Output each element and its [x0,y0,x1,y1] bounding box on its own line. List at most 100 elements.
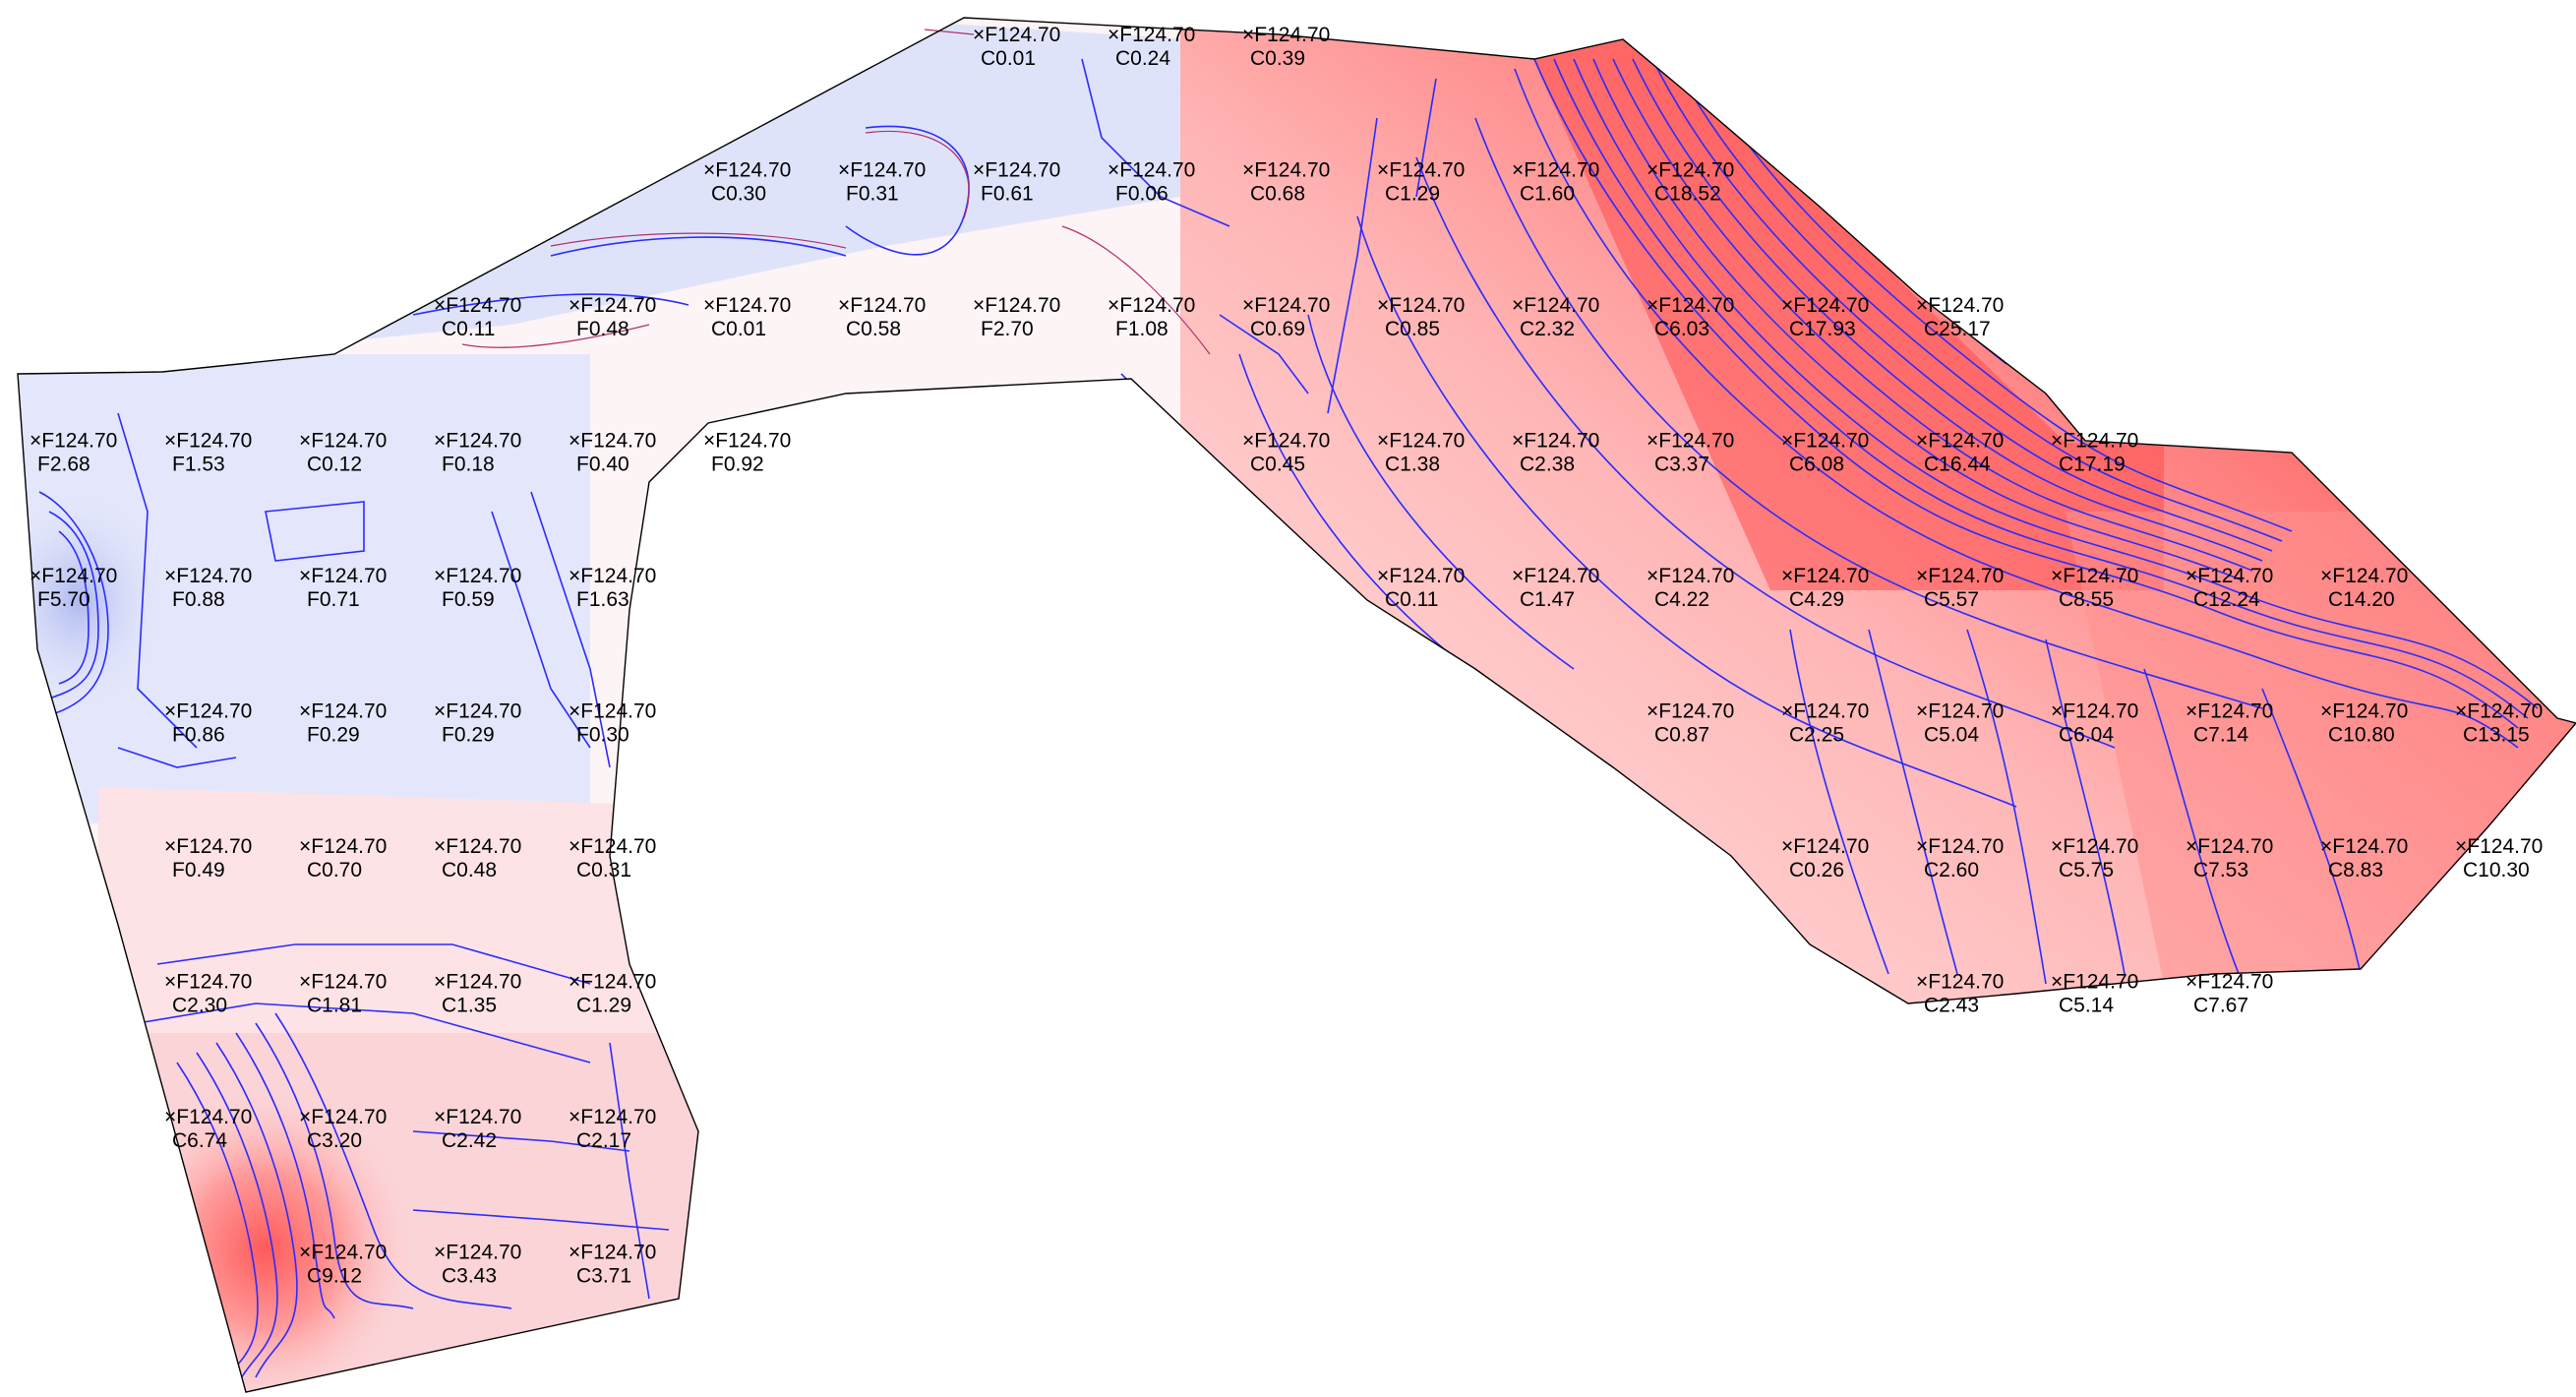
grid-point-design-elevation: ×F124.70 [1512,159,1599,182]
grid-point-design-elevation: ×F124.70 [164,835,252,858]
grid-point-cut-fill-value: C0.70 [307,859,362,881]
grid-point-design-elevation: ×F124.70 [299,1242,387,1264]
grid-point-cut-fill-value: C1.35 [442,995,497,1017]
grid-point-design-elevation: ×F124.70 [2051,971,2138,994]
grid-point-design-elevation: ×F124.70 [569,294,656,317]
grid-point-cut-fill-value: C6.74 [172,1129,227,1152]
grid-point-design-elevation: ×F124.70 [703,430,791,453]
grid-point-design-elevation: ×F124.70 [299,430,387,453]
grid-point-design-elevation: ×F124.70 [569,1106,656,1128]
grid-point-design-elevation: ×F124.70 [164,700,252,723]
grid-point-design-elevation: ×F124.70 [1377,430,1465,453]
grid-point-design-elevation: ×F124.70 [1781,430,1869,453]
grid-point-cut-fill-value: F0.30 [576,724,629,747]
grid-point-cut-fill-value: C3.71 [576,1265,631,1288]
grid-point-design-elevation: ×F124.70 [1377,294,1465,317]
grid-point-cut-fill-value: F0.71 [307,588,360,611]
grid-point-design-elevation: ×F124.70 [164,430,252,453]
grid-point-design-elevation: ×F124.70 [838,159,926,182]
grid-point-design-elevation: ×F124.70 [1781,294,1869,317]
grid-point-cut-fill-value: C5.75 [2059,859,2114,881]
grid-point-cut-fill-value: C6.08 [1789,454,1844,476]
grid-point-design-elevation: ×F124.70 [1108,24,1195,46]
grid-point-design-elevation: ×F124.70 [2320,835,2408,858]
grid-point-design-elevation: ×F124.70 [1916,700,2004,723]
grid-point-design-elevation: ×F124.70 [1377,159,1465,182]
grid-point-cut-fill-value: C25.17 [1924,318,1991,340]
grid-point-design-elevation: ×F124.70 [434,1242,521,1264]
grid-point-cut-fill-value: F0.40 [576,454,629,476]
grid-point-design-elevation: ×F124.70 [2186,971,2273,994]
grid-point-cut-fill-value: C1.38 [1385,454,1440,476]
grid-point-design-elevation: ×F124.70 [2051,565,2138,587]
grid-point-cut-fill-value: C0.69 [1250,318,1305,340]
grid-point-design-elevation: ×F124.70 [2051,835,2138,858]
grid-point-cut-fill-value: C2.42 [442,1129,497,1152]
grid-point-design-elevation: ×F124.70 [30,430,117,453]
grid-point-design-elevation: ×F124.70 [2186,700,2273,723]
feature-edges [461,29,1211,355]
grid-point-design-elevation: ×F124.70 [2186,835,2273,858]
grid-point-cut-fill-value: C4.22 [1654,588,1709,611]
grid-point-design-elevation: ×F124.70 [1377,565,1465,587]
grid-point-cut-fill-value: F2.68 [37,454,90,476]
grid-point-cut-fill-value: C12.24 [2193,588,2260,611]
grid-point-design-elevation: ×F124.70 [1108,294,1195,317]
grid-point-cut-fill-value: C2.17 [576,1129,631,1152]
grid-point-cut-fill-value: C0.68 [1250,183,1305,206]
grid-point-cut-fill-value: C0.85 [1385,318,1440,340]
grid-point-design-elevation: ×F124.70 [299,565,387,587]
grid-point-design-elevation: ×F124.70 [1647,565,1734,587]
grid-point-design-elevation: ×F124.70 [2051,700,2138,723]
grid-point-cut-fill-value: C13.15 [2463,724,2530,747]
grid-point-design-elevation: ×F124.70 [569,1242,656,1264]
grid-point-design-elevation: ×F124.70 [299,1106,387,1128]
grid-point-design-elevation: ×F124.70 [569,565,656,587]
grid-point-cut-fill-value: F0.92 [711,454,764,476]
grid-point-design-elevation: ×F124.70 [434,565,521,587]
grid-point-cut-fill-value: C7.14 [2193,724,2248,747]
grid-point-design-elevation: ×F124.70 [1647,430,1734,453]
grid-point-cut-fill-value: C17.93 [1789,318,1856,340]
grid-point-cut-fill-value: C3.37 [1654,454,1709,476]
grid-point-design-elevation: ×F124.70 [299,835,387,858]
grid-point-cut-fill-value: C2.25 [1789,724,1844,747]
grid-point-design-elevation: ×F124.70 [434,1106,521,1128]
grid-point-cut-fill-value: C1.29 [576,995,631,1017]
grid-point-cut-fill-value: C2.60 [1924,859,1979,881]
grid-point-design-elevation: ×F124.70 [973,24,1060,46]
grid-point-cut-fill-value: F0.59 [442,588,495,611]
grid-point-design-elevation: ×F124.70 [1242,430,1330,453]
grid-point-design-elevation: ×F124.70 [1647,294,1734,317]
